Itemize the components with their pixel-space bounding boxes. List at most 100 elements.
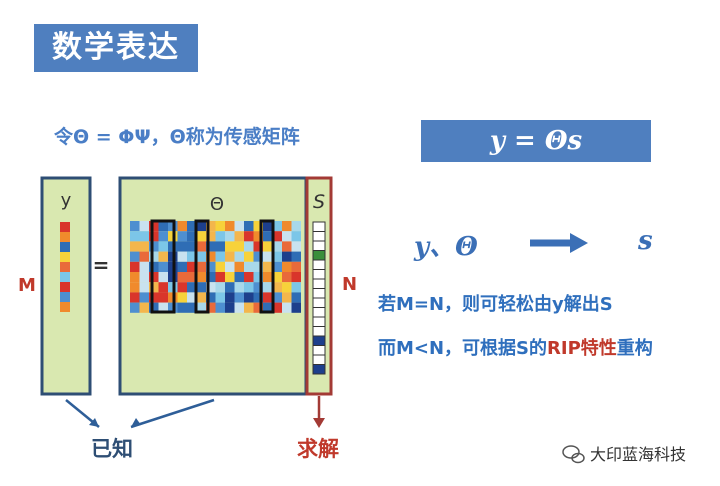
- title-box: 数学表达: [34, 24, 198, 72]
- theta-cell: [244, 251, 254, 262]
- theta-cell: [244, 221, 254, 232]
- theta-cell: [196, 282, 206, 293]
- watermark-text: 大印蓝海科技: [590, 445, 687, 464]
- theta-cell: [291, 241, 301, 252]
- theta-cell: [196, 241, 206, 252]
- theta-cell: [234, 251, 244, 262]
- theta-cell: [253, 251, 263, 262]
- known-arrowhead-right: [131, 418, 141, 427]
- theta-cell: [196, 261, 206, 272]
- theta-cell: [187, 282, 197, 293]
- theta-cell: [263, 282, 273, 293]
- theta-cell: [234, 282, 244, 293]
- theta-cell: [272, 221, 282, 232]
- s-cell: [312, 335, 326, 346]
- note2-suffix: 重构: [616, 338, 653, 359]
- theta-cell: [196, 292, 206, 303]
- theta-cell: [291, 302, 301, 313]
- theta-cell: [177, 302, 187, 313]
- theta-cell: [206, 282, 216, 293]
- theta-cell: [139, 272, 149, 283]
- theta-cell: [263, 292, 273, 303]
- theta-cell: [282, 261, 292, 272]
- theta-cell: [253, 231, 263, 242]
- theta-cell: [149, 292, 159, 303]
- theta-cell: [187, 302, 197, 313]
- theta-cell: [130, 241, 140, 252]
- s-cell: [312, 231, 326, 242]
- theta-cell: [253, 272, 263, 283]
- theta-cell: [291, 272, 301, 283]
- solve-arrowhead: [313, 418, 325, 428]
- theta-cell: [187, 231, 197, 242]
- theta-cell: [130, 302, 140, 313]
- theta-cell: [149, 282, 159, 293]
- theta-cell: [158, 292, 168, 303]
- theta-cell: [196, 251, 206, 262]
- theta-cell: [206, 231, 216, 242]
- s-cell: [312, 240, 326, 251]
- theta-cell: [225, 282, 235, 293]
- s-cell: [312, 221, 326, 232]
- theta-cell: [234, 292, 244, 303]
- theta-cell: [196, 272, 206, 283]
- theta-cell: [244, 231, 254, 242]
- s-vector-cells: [312, 221, 326, 375]
- theta-cell: [187, 251, 197, 262]
- theta-cell: [215, 272, 225, 283]
- theta-cell: [253, 221, 263, 232]
- theta-cell: [263, 231, 273, 242]
- theta-cell: [263, 251, 273, 262]
- known-arrowhead-left: [89, 418, 99, 427]
- inputs-label: y、Θ: [414, 232, 478, 262]
- theta-cell: [130, 272, 140, 283]
- theta-cell: [234, 231, 244, 242]
- theta-cell: [282, 292, 292, 303]
- theta-cell: [130, 292, 140, 303]
- s-cell: [312, 345, 326, 356]
- theta-cell: [139, 302, 149, 313]
- m-label: M: [18, 275, 36, 296]
- theta-cell: [130, 282, 140, 293]
- theta-cell: [234, 272, 244, 283]
- theta-cell: [206, 272, 216, 283]
- theta-cell: [206, 292, 216, 303]
- theta-cell: [244, 292, 254, 303]
- theta-cell: [263, 272, 273, 283]
- theta-cell: [234, 241, 244, 252]
- formula-box: y = Θs: [421, 120, 651, 162]
- theta-cell: [272, 241, 282, 252]
- theta-cell: [206, 302, 216, 313]
- theta-cell: [177, 261, 187, 272]
- theta-cell: [253, 241, 263, 252]
- theta-cell: [253, 292, 263, 303]
- theta-cell: [196, 302, 206, 313]
- theta-cell: [158, 221, 168, 232]
- theta-cell: [272, 292, 282, 303]
- theta-column-highlight: [259, 219, 275, 314]
- theta-cell: [139, 261, 149, 272]
- theta-cell: [139, 241, 149, 252]
- y-cell: [60, 282, 70, 292]
- s-cell: [312, 297, 326, 308]
- theta-cell: [272, 272, 282, 283]
- theta-cell: [177, 282, 187, 293]
- theta-cell: [263, 302, 273, 313]
- theta-cell: [272, 261, 282, 272]
- theta-cell: [130, 221, 140, 232]
- theta-cell: [291, 282, 301, 293]
- theta-cell: [225, 231, 235, 242]
- theta-cell: [187, 221, 197, 232]
- theta-cell: [139, 231, 149, 242]
- wechat-icon: [562, 445, 585, 464]
- equation-text: 令Θ = ΦΨ，Θ称为传感矩阵: [54, 126, 300, 148]
- theta-cell: [244, 302, 254, 313]
- theta-cell: [225, 302, 235, 313]
- rip-highlight: RIP特性: [547, 338, 617, 359]
- theta-label: Θ: [210, 194, 224, 215]
- y-label: y: [61, 190, 72, 211]
- y-cell: [60, 242, 70, 252]
- theta-cell: [130, 231, 140, 242]
- theta-cell: [244, 261, 254, 272]
